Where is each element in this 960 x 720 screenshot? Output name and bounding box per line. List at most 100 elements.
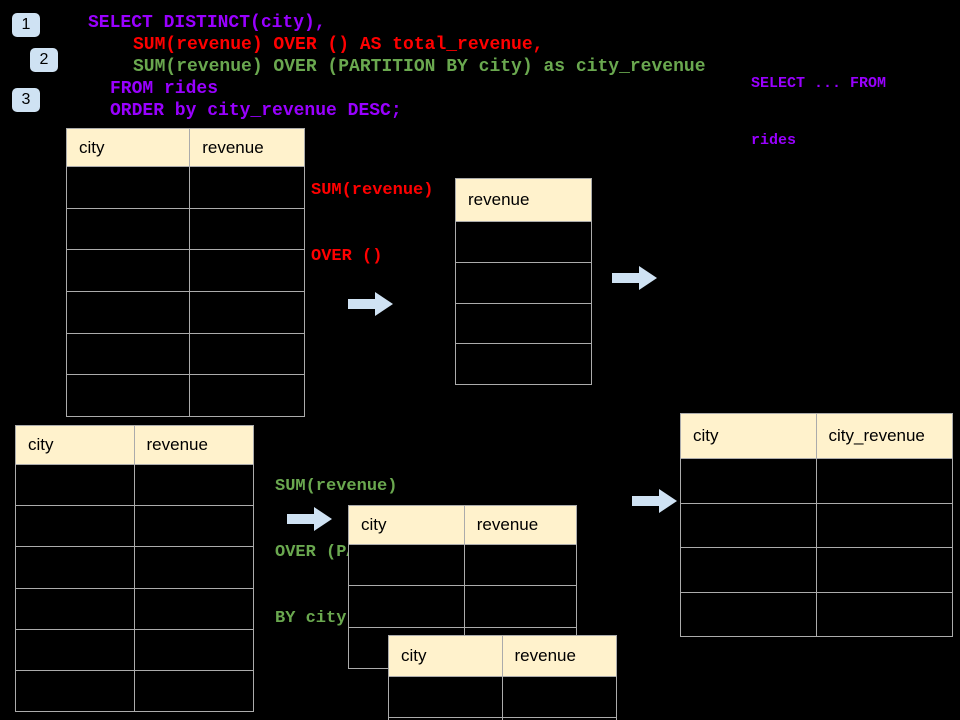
table-header-row: revenue xyxy=(456,179,591,221)
select-from-note-line2: rides xyxy=(751,132,797,149)
table-row xyxy=(67,332,304,375)
table-body xyxy=(67,166,304,417)
table-cell xyxy=(16,506,135,547)
table-cell xyxy=(456,304,591,344)
column-header-city: city xyxy=(681,414,817,458)
table-row xyxy=(681,502,953,548)
table-cell xyxy=(681,592,817,636)
column-header-city-revenue: city_revenue xyxy=(828,426,925,445)
table-row xyxy=(16,669,254,712)
table-row xyxy=(16,628,254,670)
table-cell xyxy=(16,670,135,712)
table-rides-source-top: city revenue xyxy=(66,128,305,417)
column-header-city: city xyxy=(389,636,503,676)
table-row xyxy=(456,261,591,303)
table-row xyxy=(16,546,254,588)
table-row xyxy=(456,302,591,344)
table-row xyxy=(67,374,304,417)
arrow-right-icon xyxy=(612,266,657,290)
table-cell xyxy=(67,292,191,333)
table-row xyxy=(349,544,576,586)
table-row xyxy=(16,587,254,629)
table-cell xyxy=(16,465,135,506)
table-cell xyxy=(135,589,254,629)
table-row xyxy=(389,716,616,720)
table-body xyxy=(681,458,952,636)
table-cell xyxy=(135,465,254,505)
table-cell xyxy=(349,545,465,586)
column-header-revenue: revenue xyxy=(202,137,264,157)
table-cell xyxy=(681,459,817,503)
table-cell xyxy=(67,250,191,292)
table-cell xyxy=(817,593,953,637)
sql-line-sum-over-total: SUM(revenue) OVER () AS total_revenue, xyxy=(133,35,544,55)
table-cell xyxy=(67,375,191,417)
table-cell xyxy=(67,208,191,250)
arrow-shape xyxy=(632,489,677,513)
table-row xyxy=(456,343,591,384)
table-cell xyxy=(190,167,304,208)
table-total-revenue: revenue xyxy=(455,178,592,385)
table-cell xyxy=(16,547,135,588)
table-cell xyxy=(456,222,591,262)
table-cell xyxy=(389,677,503,717)
table-row xyxy=(681,547,952,592)
step-badge-2: 2 xyxy=(30,48,58,72)
table-cell xyxy=(817,548,953,592)
table-cell xyxy=(135,671,254,711)
arrow-shape xyxy=(612,266,657,290)
table-header-row: city city_revenue xyxy=(681,414,952,458)
column-header-revenue: revenue xyxy=(468,190,530,209)
total-revenue-annotation: SUM(revenue) OVER () xyxy=(311,136,433,312)
column-header-revenue: revenue xyxy=(514,646,576,665)
table-rides-source-bottom: city revenue xyxy=(15,425,254,712)
step-badge-3: 3 xyxy=(12,88,40,112)
table-header-row: city revenue xyxy=(67,129,304,166)
table-cell xyxy=(135,547,254,587)
table-cell xyxy=(190,209,304,250)
column-header-city: city xyxy=(67,129,191,166)
table-cell xyxy=(465,586,576,626)
column-header-city: city xyxy=(16,426,135,464)
table-cell xyxy=(190,334,304,375)
total-annotation-line1: SUM(revenue) xyxy=(311,181,434,200)
table-header-row: city revenue xyxy=(349,506,576,544)
arrow-right-icon xyxy=(632,489,677,513)
table-body xyxy=(389,676,616,720)
partition-annotation-line1: SUM(revenue) xyxy=(275,477,398,496)
table-row xyxy=(681,458,952,503)
total-annotation-line2: OVER () xyxy=(311,247,383,266)
sql-line-order-by: ORDER by city_revenue DESC; xyxy=(110,101,402,121)
table-row xyxy=(67,249,304,292)
table-cell xyxy=(681,503,817,547)
table-row xyxy=(456,221,591,262)
table-cell xyxy=(190,250,304,291)
table-cell xyxy=(681,548,817,592)
table-cell xyxy=(135,630,254,670)
arrow-right-icon xyxy=(287,507,332,531)
table-row xyxy=(67,291,304,333)
table-cell xyxy=(190,375,304,416)
step-badge-1: 1 xyxy=(12,13,40,37)
arrow-shape xyxy=(348,292,393,316)
table-row xyxy=(681,591,953,637)
table-row xyxy=(67,166,304,208)
sql-line-sum-over-partition: SUM(revenue) OVER (PARTITION BY city) as… xyxy=(133,57,706,77)
table-cell xyxy=(16,588,135,629)
column-header-city: city xyxy=(349,506,465,544)
arrow-right-icon xyxy=(348,292,393,316)
table-cell xyxy=(67,167,191,208)
table-row xyxy=(349,585,576,627)
table-row xyxy=(16,464,254,506)
select-from-rides-note: SELECT ... FROM rides xyxy=(751,36,886,188)
sql-line-from: FROM rides xyxy=(110,79,219,99)
table-cell xyxy=(456,344,591,384)
table-header-row: city revenue xyxy=(389,636,616,676)
table-cell xyxy=(817,504,953,548)
table-cell xyxy=(16,629,135,670)
table-cell xyxy=(465,545,576,585)
table-result-city-revenue: city city_revenue xyxy=(680,413,953,637)
partition-annotation-line3: BY city) xyxy=(275,609,357,628)
table-header-row: city revenue xyxy=(16,426,253,464)
